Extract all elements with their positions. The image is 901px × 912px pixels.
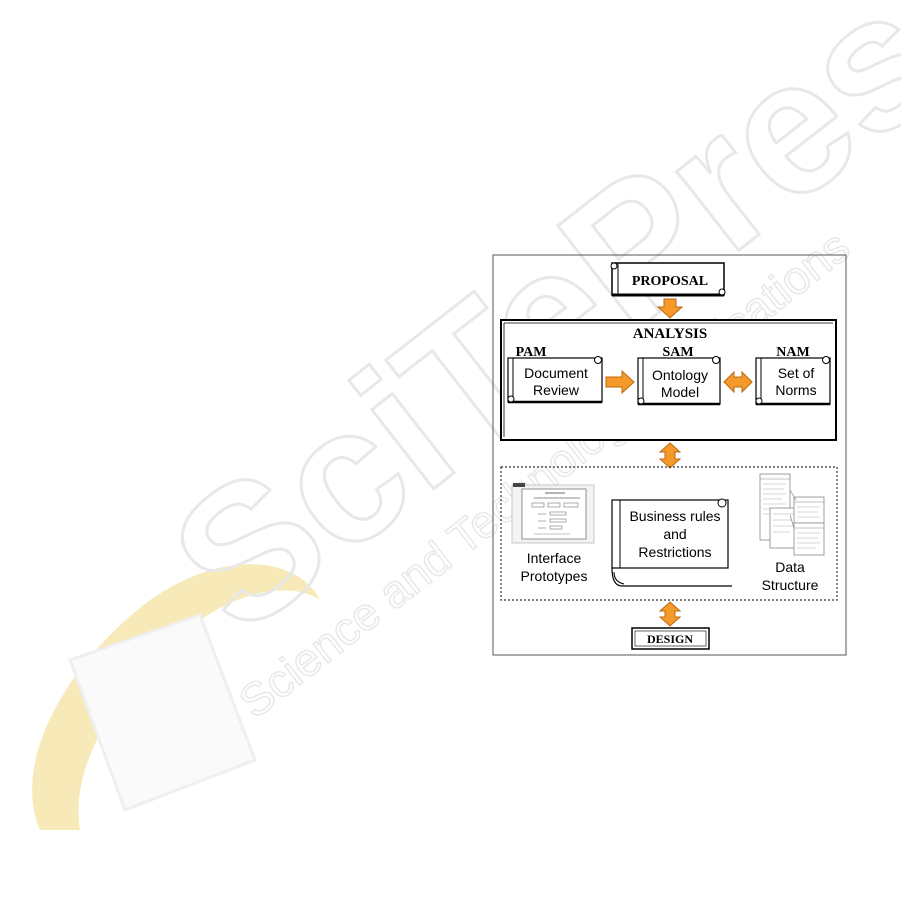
sam-text-line2: Model [661,384,699,400]
arrow-outputs-design-bidirectional [660,602,680,626]
nam-text-line1: Set of [778,365,815,381]
analysis-label: ANALYSIS [633,326,707,342]
interface-label-line2: Prototypes [521,568,588,584]
interface-label-line1: Interface [527,550,582,566]
rules-text-line3: Restrictions [638,544,711,560]
sam-text-line1: Ontology [652,367,708,383]
design-box: DESIGN [632,628,709,649]
business-rules-scroll: Business rules and Restrictions [612,499,732,586]
rules-text-line2: and [663,526,686,542]
pam-scroll: Document Review [508,357,602,403]
data-label-line1: Data [775,559,805,575]
watermark-page-icon [70,615,255,810]
arrow-analysis-outputs-bidirectional [660,443,680,468]
nam-text-line2: Norms [775,382,816,398]
proposal-scroll: PROPOSAL [611,263,725,295]
pam-text-line1: Document [524,365,588,381]
design-label: DESIGN [647,632,693,646]
proposal-label: PROPOSAL [632,274,708,289]
interface-prototype-sketch-icon [512,483,594,543]
pam-text-line2: Review [533,382,580,398]
nam-scroll: Set of Norms [756,357,830,405]
data-label-line2: Structure [762,577,819,593]
rules-text-line1: Business rules [629,508,720,524]
sam-scroll: Ontology Model [638,357,720,405]
database-schema-icon [760,474,824,555]
